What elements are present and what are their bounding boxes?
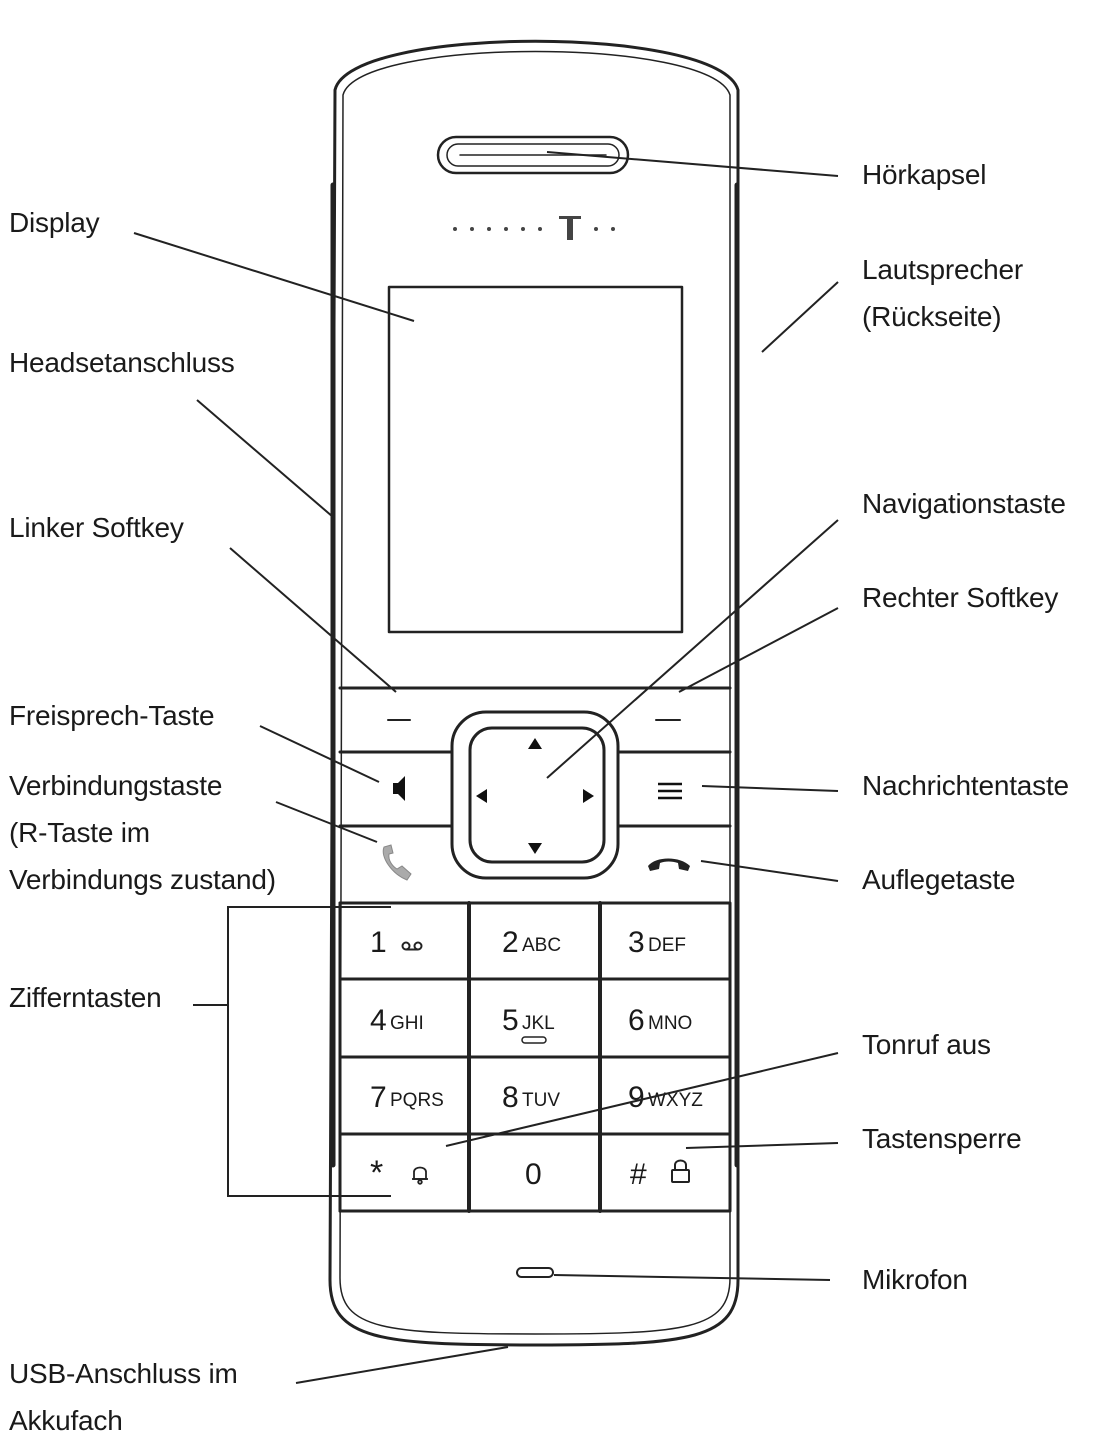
brand-logo-icon — [453, 216, 615, 240]
key-6-letters: MNO — [648, 1013, 692, 1034]
key-4-letters: GHI — [390, 1013, 424, 1034]
label-loudspeaker: Lautsprecher (Rückseite) — [862, 254, 1024, 332]
label-headset: Headsetanschluss — [9, 347, 235, 378]
key-5-digit: 5 — [502, 1004, 519, 1037]
key-3-digit: 3 — [628, 926, 645, 959]
earpiece-slot — [436, 135, 630, 175]
label-earpiece: Hörkapsel — [862, 159, 987, 190]
voicemail-icon — [401, 941, 423, 951]
key-9-digit: 9 — [628, 1081, 645, 1114]
hangup-icon — [648, 858, 690, 871]
key-3-letters: DEF — [648, 935, 686, 956]
key-5-bump — [521, 1036, 547, 1044]
phone-body-inner-outline — [339, 50, 731, 1335]
label-message: Nachrichtentaste — [862, 770, 1069, 801]
label-microphone: Mikrofon — [862, 1264, 968, 1295]
navigation-key-inner — [468, 726, 606, 864]
speaker-icon — [393, 776, 405, 801]
nav-arrow-icons — [476, 738, 594, 854]
label-usb: USB-Anschluss im Akkufach — [9, 1358, 238, 1436]
bell-icon — [412, 1166, 428, 1185]
label-left-softkey: Linker Softkey — [9, 512, 184, 543]
key-2-digit: 2 — [502, 926, 519, 959]
key-8-letters: TUV — [522, 1090, 560, 1111]
key-1-digit: 1 — [370, 926, 387, 959]
label-speakerphone: Freisprech-Taste — [9, 700, 215, 731]
key-9-letters: WXYZ — [648, 1090, 703, 1111]
label-ringer-off: Tonruf aus — [862, 1029, 991, 1060]
label-right-softkey: Rechter Softkey — [862, 582, 1059, 613]
key-4-digit: 4 — [370, 1004, 387, 1037]
key-10-digit: * — [370, 1154, 383, 1192]
key-7-letters: PQRS — [390, 1090, 444, 1111]
microphone-slot — [516, 1267, 554, 1278]
key-2-letters: ABC — [522, 935, 561, 956]
label-keylock: Tastensperre — [862, 1123, 1022, 1154]
message-icon — [658, 782, 682, 800]
lock-icon — [671, 1159, 690, 1183]
key-8-digit: 8 — [502, 1081, 519, 1114]
label-connection: Verbindungstaste (R-Taste im Verbindungs… — [9, 770, 276, 895]
navigation-key-outer — [450, 710, 620, 880]
key-11-digit: 0 — [525, 1158, 542, 1191]
call-icon — [382, 844, 412, 881]
key-7-digit: 7 — [370, 1081, 387, 1114]
display-screen — [387, 285, 684, 634]
label-navigation: Navigationstaste — [862, 488, 1066, 519]
key-12-digit: # — [630, 1158, 647, 1191]
label-hangup: Auflegetaste — [862, 864, 1016, 895]
key-5-letters: JKL — [522, 1013, 555, 1034]
phone-body-outline — [328, 39, 740, 1347]
key-6-digit: 6 — [628, 1004, 645, 1037]
label-digit-keys: Zifferntasten — [9, 982, 162, 1013]
label-display: Display — [9, 207, 100, 238]
